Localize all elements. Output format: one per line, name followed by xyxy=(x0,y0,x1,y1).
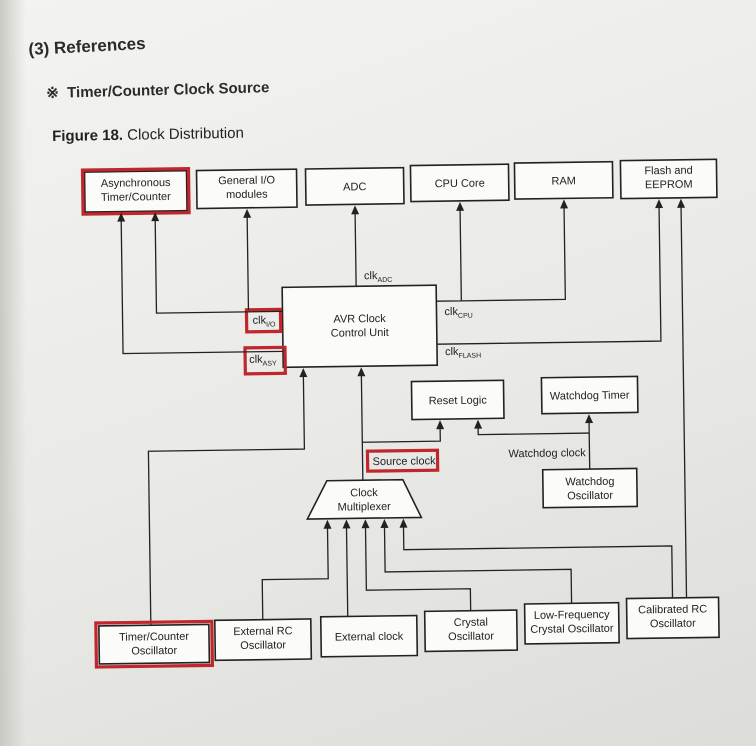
watchdog-oscillator-block: Watchdog Oscillator xyxy=(541,467,639,509)
svg-text:External clock: External clock xyxy=(335,631,404,644)
clk-io-highlight xyxy=(244,307,283,334)
svg-text:Oscillator: Oscillator xyxy=(567,490,613,503)
svg-text:AVR Clock: AVR Clock xyxy=(333,313,386,326)
timer-counter-oscillator-highlight xyxy=(94,619,215,669)
svg-text:Asynchronous: Asynchronous xyxy=(101,177,171,190)
external-rc-oscillator-block: External RC Oscillator xyxy=(213,618,313,662)
crystal-oscillator-block: Crystal Oscillator xyxy=(423,609,519,653)
svg-text:modules: modules xyxy=(226,189,268,202)
svg-text:Clock: Clock xyxy=(350,487,378,499)
clock-multiplexer: Clock Multiplexer xyxy=(306,478,423,520)
svg-text:Timer/Counter: Timer/Counter xyxy=(119,631,189,644)
calibrated-rc-oscillator-block: Calibrated RC Oscillator xyxy=(625,596,720,640)
svg-text:Watchdog: Watchdog xyxy=(565,476,614,489)
adc-block: ADC xyxy=(304,166,405,206)
svg-text:Oscillator: Oscillator xyxy=(240,639,286,652)
watchdog-clock-label: Watchdog clock xyxy=(508,447,586,460)
page-shadow xyxy=(0,0,26,746)
svg-text:Oscillator: Oscillator xyxy=(448,630,494,643)
mux-output-lines xyxy=(147,367,366,628)
async-timer-highlight xyxy=(80,167,191,216)
svg-text:Control Unit: Control Unit xyxy=(331,327,389,340)
clk-cpu-label: clkCPU xyxy=(444,306,472,320)
svg-text:clkASY: clkASY xyxy=(249,353,277,367)
svg-text:ADC: ADC xyxy=(343,181,366,193)
reset-logic-block: Reset Logic xyxy=(410,379,505,421)
svg-text:EEPROM: EEPROM xyxy=(645,179,693,192)
svg-text:Calibrated RC: Calibrated RC xyxy=(638,603,707,616)
source-clock-label: Source clock xyxy=(365,448,440,473)
svg-text:Oscillator: Oscillator xyxy=(650,618,696,631)
svg-text:Watchdog Timer: Watchdog Timer xyxy=(550,390,630,403)
source-clock-highlight xyxy=(365,448,440,473)
cpu-core-block: CPU Core xyxy=(409,163,510,203)
watchdog-timer-block: Watchdog Timer xyxy=(540,375,639,415)
svg-text:clkI/O: clkI/O xyxy=(253,314,277,328)
ram-block: RAM xyxy=(513,160,614,200)
clk-io-label: clkI/O xyxy=(244,307,283,334)
oscillator-input-lines xyxy=(261,198,688,620)
svg-text:Crystal: Crystal xyxy=(454,617,488,629)
svg-text:Low-Frequency: Low-Frequency xyxy=(534,609,610,622)
svg-text:Reset Logic: Reset Logic xyxy=(429,395,488,408)
clock-distribution-lines xyxy=(117,199,664,355)
clk-adc-label: clkADC xyxy=(364,270,392,284)
svg-text:General I/O: General I/O xyxy=(218,174,275,187)
flash-eeprom-block: Flash and EEPROM xyxy=(619,158,718,200)
svg-text:Crystal Oscillator: Crystal Oscillator xyxy=(530,623,614,636)
avr-clock-control-unit: AVR Clock Control Unit xyxy=(281,284,439,369)
svg-text:CPU Core: CPU Core xyxy=(435,178,485,191)
svg-text:External RC: External RC xyxy=(233,625,293,638)
svg-text:Multiplexer: Multiplexer xyxy=(338,501,392,514)
clk-asy-label: clkASY xyxy=(243,345,287,376)
svg-text:Flash and: Flash and xyxy=(644,165,692,178)
timer-counter-oscillator-block: Timer/Counter Oscillator xyxy=(94,619,215,669)
svg-text:RAM: RAM xyxy=(551,175,576,187)
clk-asy-highlight xyxy=(243,345,287,376)
low-frequency-crystal-oscillator-block: Low-Frequency Crystal Oscillator xyxy=(523,601,620,645)
svg-text:Timer/Counter: Timer/Counter xyxy=(101,191,171,204)
general-io-block: General I/O modules xyxy=(195,168,298,210)
clk-flash-label: clkFLASH xyxy=(445,346,481,361)
svg-text:Source clock: Source clock xyxy=(373,455,437,468)
async-timer-block: Asynchronous Timer/Counter xyxy=(80,167,191,216)
svg-text:Oscillator: Oscillator xyxy=(131,645,177,658)
watchdog-lines xyxy=(362,414,594,470)
external-clock-block: External clock xyxy=(319,614,419,658)
